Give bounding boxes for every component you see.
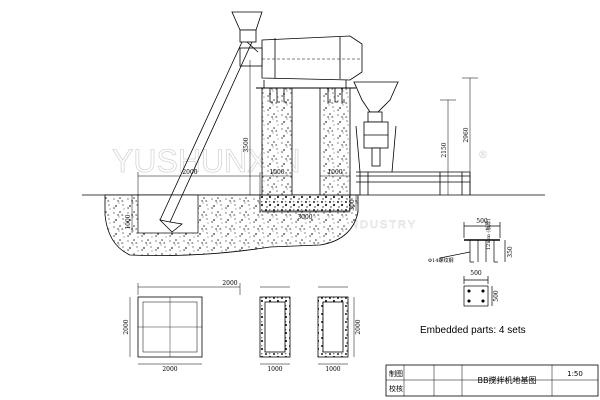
base-slab [259,194,351,212]
anchor-bolts-left [269,88,287,103]
drawing-title: BB搅拌机地基图 [478,375,537,385]
pit-cavity [137,194,199,234]
plan-pillar-right [317,286,355,365]
dim-foundation-depth: 1000 [125,214,132,229]
dim-plan-pillar-height: 2000 [355,319,362,334]
watermark-industry: INDUSTRY [345,219,417,231]
dim-embed-width: 500 [476,218,488,225]
dim-embed-plan-width: 500 [470,270,482,277]
watermark-registered-mark: ® [478,150,488,161]
inclined-conveyor [158,41,253,233]
title-block [385,364,599,397]
plan-pit [129,283,241,365]
dim-overall-height: 2960 [463,127,470,142]
drawing-scale: 1:50 [567,370,583,378]
dim-base-length: 3000 [297,214,312,221]
anchor-bolts-right [327,88,345,103]
embed-detail-plan [463,276,493,307]
dimension-lines [131,60,478,233]
discharge-hopper [353,81,399,167]
right-pillar [319,87,351,196]
dim-embed-plan-height: 500 [493,290,500,302]
dim-plan-pillar-right: 1000 [325,366,340,373]
dim-pillar-width-right: 1000 [327,169,342,176]
feed-hopper [231,11,263,53]
dim-foundation-width: 2000 [182,169,197,176]
dim-plan-pit-height: 2000 [123,319,130,334]
embed-detail-elevation [439,222,506,263]
dim-plan-pit-top: 2000 [222,280,237,287]
left-pillar [261,87,293,196]
dim-frame-height: 2150 [441,142,448,157]
dim-embed-thickness: 12mm (板厚) [485,219,492,250]
mixer-drum [239,35,363,88]
dim-pillar-width-left: 1000 [269,169,284,176]
dim-base-height: 300 [349,199,356,211]
embedded-parts-note: Embedded parts: 4 sets [420,325,526,336]
dim-plan-pillar-left: 1000 [267,366,282,373]
dim-conveyor-length: 3500 [243,137,250,152]
title-block-drawn-label: 制图 [389,369,403,378]
anchor-rebar-label: Φ14螺纹钢 [428,257,453,264]
dim-embed-height: 350 [507,246,514,258]
title-block-checked-label: 校核 [389,384,403,393]
plan-pillar-left [259,286,291,365]
support-frame [355,125,471,195]
dim-plan-pit-bottom: 2000 [162,366,177,373]
